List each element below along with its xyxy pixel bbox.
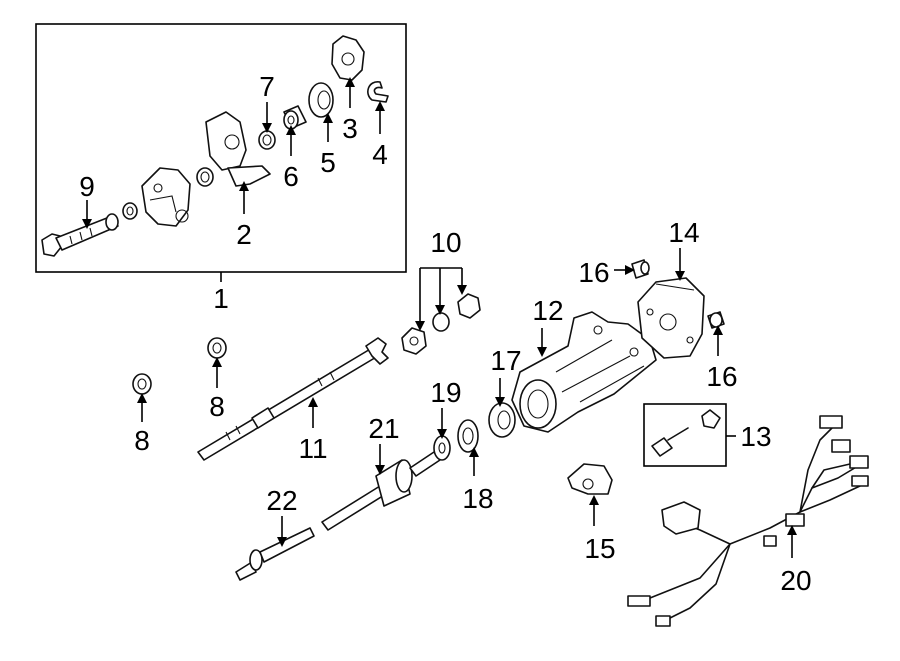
callout-1: 1 xyxy=(213,283,229,314)
part-lock-housing xyxy=(141,167,191,227)
callout-22: 22 xyxy=(266,485,297,516)
part-5-disc-inner xyxy=(317,90,331,110)
callout-15: 15 xyxy=(584,533,615,564)
part-ring-inner xyxy=(200,171,210,183)
part-16-bushing-a xyxy=(631,259,650,279)
callout-labels: 1 2 3 4 5 6 7 8 8 9 10 11 12 13 14 15 16… xyxy=(79,71,811,596)
part-8-bearing-a-inner xyxy=(212,342,222,354)
part-3-gear-plate xyxy=(331,35,365,81)
part-8-bearing-b xyxy=(132,373,152,395)
callout-9: 9 xyxy=(79,171,95,202)
part-small-bearing-1-inner xyxy=(126,206,134,216)
callout-2: 2 xyxy=(236,219,252,250)
part-21-intermediate-shaft xyxy=(321,451,441,531)
callout-16a: 16 xyxy=(578,257,609,288)
part-22-lower-shaft xyxy=(235,527,315,581)
part-12-column-housing xyxy=(511,311,657,433)
part-4-clip xyxy=(367,81,389,103)
part-6-sleeve xyxy=(283,105,307,130)
callout-8b: 8 xyxy=(134,425,150,456)
part-13-box xyxy=(643,403,727,467)
part-17-flange xyxy=(488,402,516,438)
callout-4: 4 xyxy=(372,139,388,170)
callout-11: 11 xyxy=(298,433,327,464)
part-10-coupling-b xyxy=(432,312,450,332)
callout-13: 13 xyxy=(740,421,771,452)
part-small-bearing-1 xyxy=(122,202,138,220)
part-13-switch xyxy=(651,409,721,457)
callout-18: 18 xyxy=(462,483,493,514)
part-5-disc xyxy=(308,82,334,118)
part-10-coupling-a-hole xyxy=(409,336,419,346)
part-14-tilt-housing xyxy=(637,277,705,359)
callout-3: 3 xyxy=(342,113,358,144)
part-11-upper-shaft xyxy=(197,337,389,461)
callout-8a: 8 xyxy=(209,391,225,422)
callout-arrows xyxy=(82,77,797,558)
part-10-coupling-c xyxy=(457,293,481,319)
callout-10: 10 xyxy=(430,227,461,258)
part-7-bushing-inner xyxy=(262,134,272,146)
part-18-bearing-ring xyxy=(457,419,479,453)
callout-20: 20 xyxy=(780,565,811,596)
part-10-coupling-a xyxy=(401,327,427,355)
callout-16b: 16 xyxy=(706,361,737,392)
part-18-bearing-ring-inner xyxy=(462,427,474,445)
part-15-bracket-clip xyxy=(567,463,613,495)
callout-7: 7 xyxy=(259,71,275,102)
part-9-yoke-shaft xyxy=(41,213,119,257)
part-ring xyxy=(196,167,214,187)
callout-21: 21 xyxy=(368,413,399,444)
part-7-bushing xyxy=(258,130,276,150)
callout-14: 14 xyxy=(668,217,699,248)
part-17-flange-inner xyxy=(497,410,511,430)
callout-17: 17 xyxy=(490,345,521,376)
part-19-washer-inner xyxy=(438,442,446,454)
callout-5: 5 xyxy=(320,147,336,178)
callout-6: 6 xyxy=(283,161,299,192)
part-20-wiring-harness xyxy=(627,415,869,627)
part-19-washer xyxy=(433,435,451,461)
part-8-bearing-b-inner xyxy=(137,378,147,390)
part-8-bearing-a xyxy=(207,337,227,359)
callout-12: 12 xyxy=(532,295,563,326)
part-16-bushing-b xyxy=(707,311,725,329)
callout-19: 19 xyxy=(430,377,461,408)
part-2-bracket xyxy=(205,111,271,187)
